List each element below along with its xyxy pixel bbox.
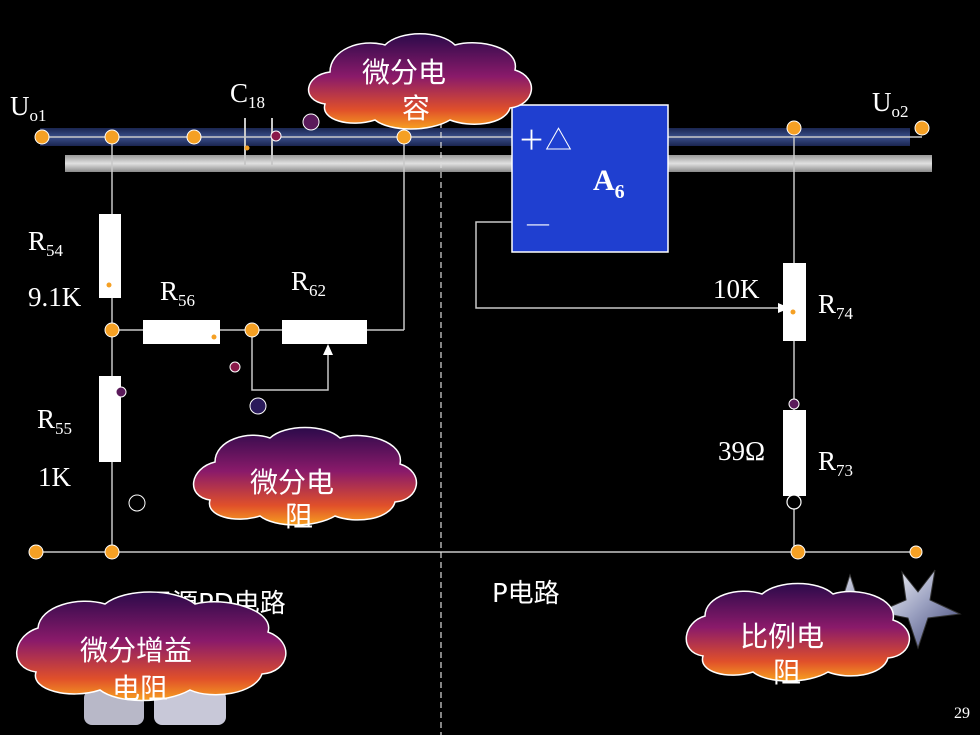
callout-diff-gain-resistor: 微分增益 电阻 [16,591,287,705]
label-r54-value: 9.1K [28,282,82,312]
resistor-r74 [783,263,806,341]
resistor-r62 [282,320,367,344]
label-r56: R56 [160,276,195,310]
label-r55-value: 1K [38,462,72,492]
resistor-r73 [783,410,806,496]
page-number: 29 [954,705,970,722]
marker-dots [106,113,802,512]
op-amp-minus: — [526,210,550,235]
svg-text:阻: 阻 [285,500,313,533]
op-amp-label: A6 [593,164,625,203]
label-p-circuit: P电路 [492,579,560,609]
label-r62: R62 [291,266,326,300]
svg-text:电阻: 电阻 [112,672,168,705]
svg-text:阻: 阻 [773,656,801,689]
resistor-r55 [99,376,121,462]
svg-text:微分电: 微分电 [250,466,334,499]
label-r74: R74 [818,289,854,323]
label-r74-value: 10K [713,274,760,304]
label-r73-value: 39Ω [718,436,765,466]
svg-text:比例电: 比例电 [740,620,824,653]
label-r55: R55 [37,404,72,438]
op-amp-plus: ＋△ [518,126,572,156]
label-uo2: Uo2 [872,87,909,121]
label-r73: R73 [818,446,853,480]
callout-diff-resistor: 微分电 阻 [192,426,418,533]
callout-prop-resistor: 比例电 阻 [685,582,911,689]
resistor-r54 [99,214,121,298]
shadow-bar [65,155,932,172]
label-r54: R54 [28,226,64,260]
svg-text:微分电: 微分电 [362,56,446,89]
nodes [28,120,930,560]
svg-text:容: 容 [402,92,430,125]
pot-arrow [323,344,333,355]
label-c18: C18 [230,78,265,112]
callout-diff-capacitor: 微分电 容 [307,33,533,130]
resistor-r56 [143,320,220,344]
op-amp-a6 [511,104,669,253]
label-uo1: Uo1 [10,91,47,125]
svg-text:微分增益: 微分增益 [80,634,192,667]
